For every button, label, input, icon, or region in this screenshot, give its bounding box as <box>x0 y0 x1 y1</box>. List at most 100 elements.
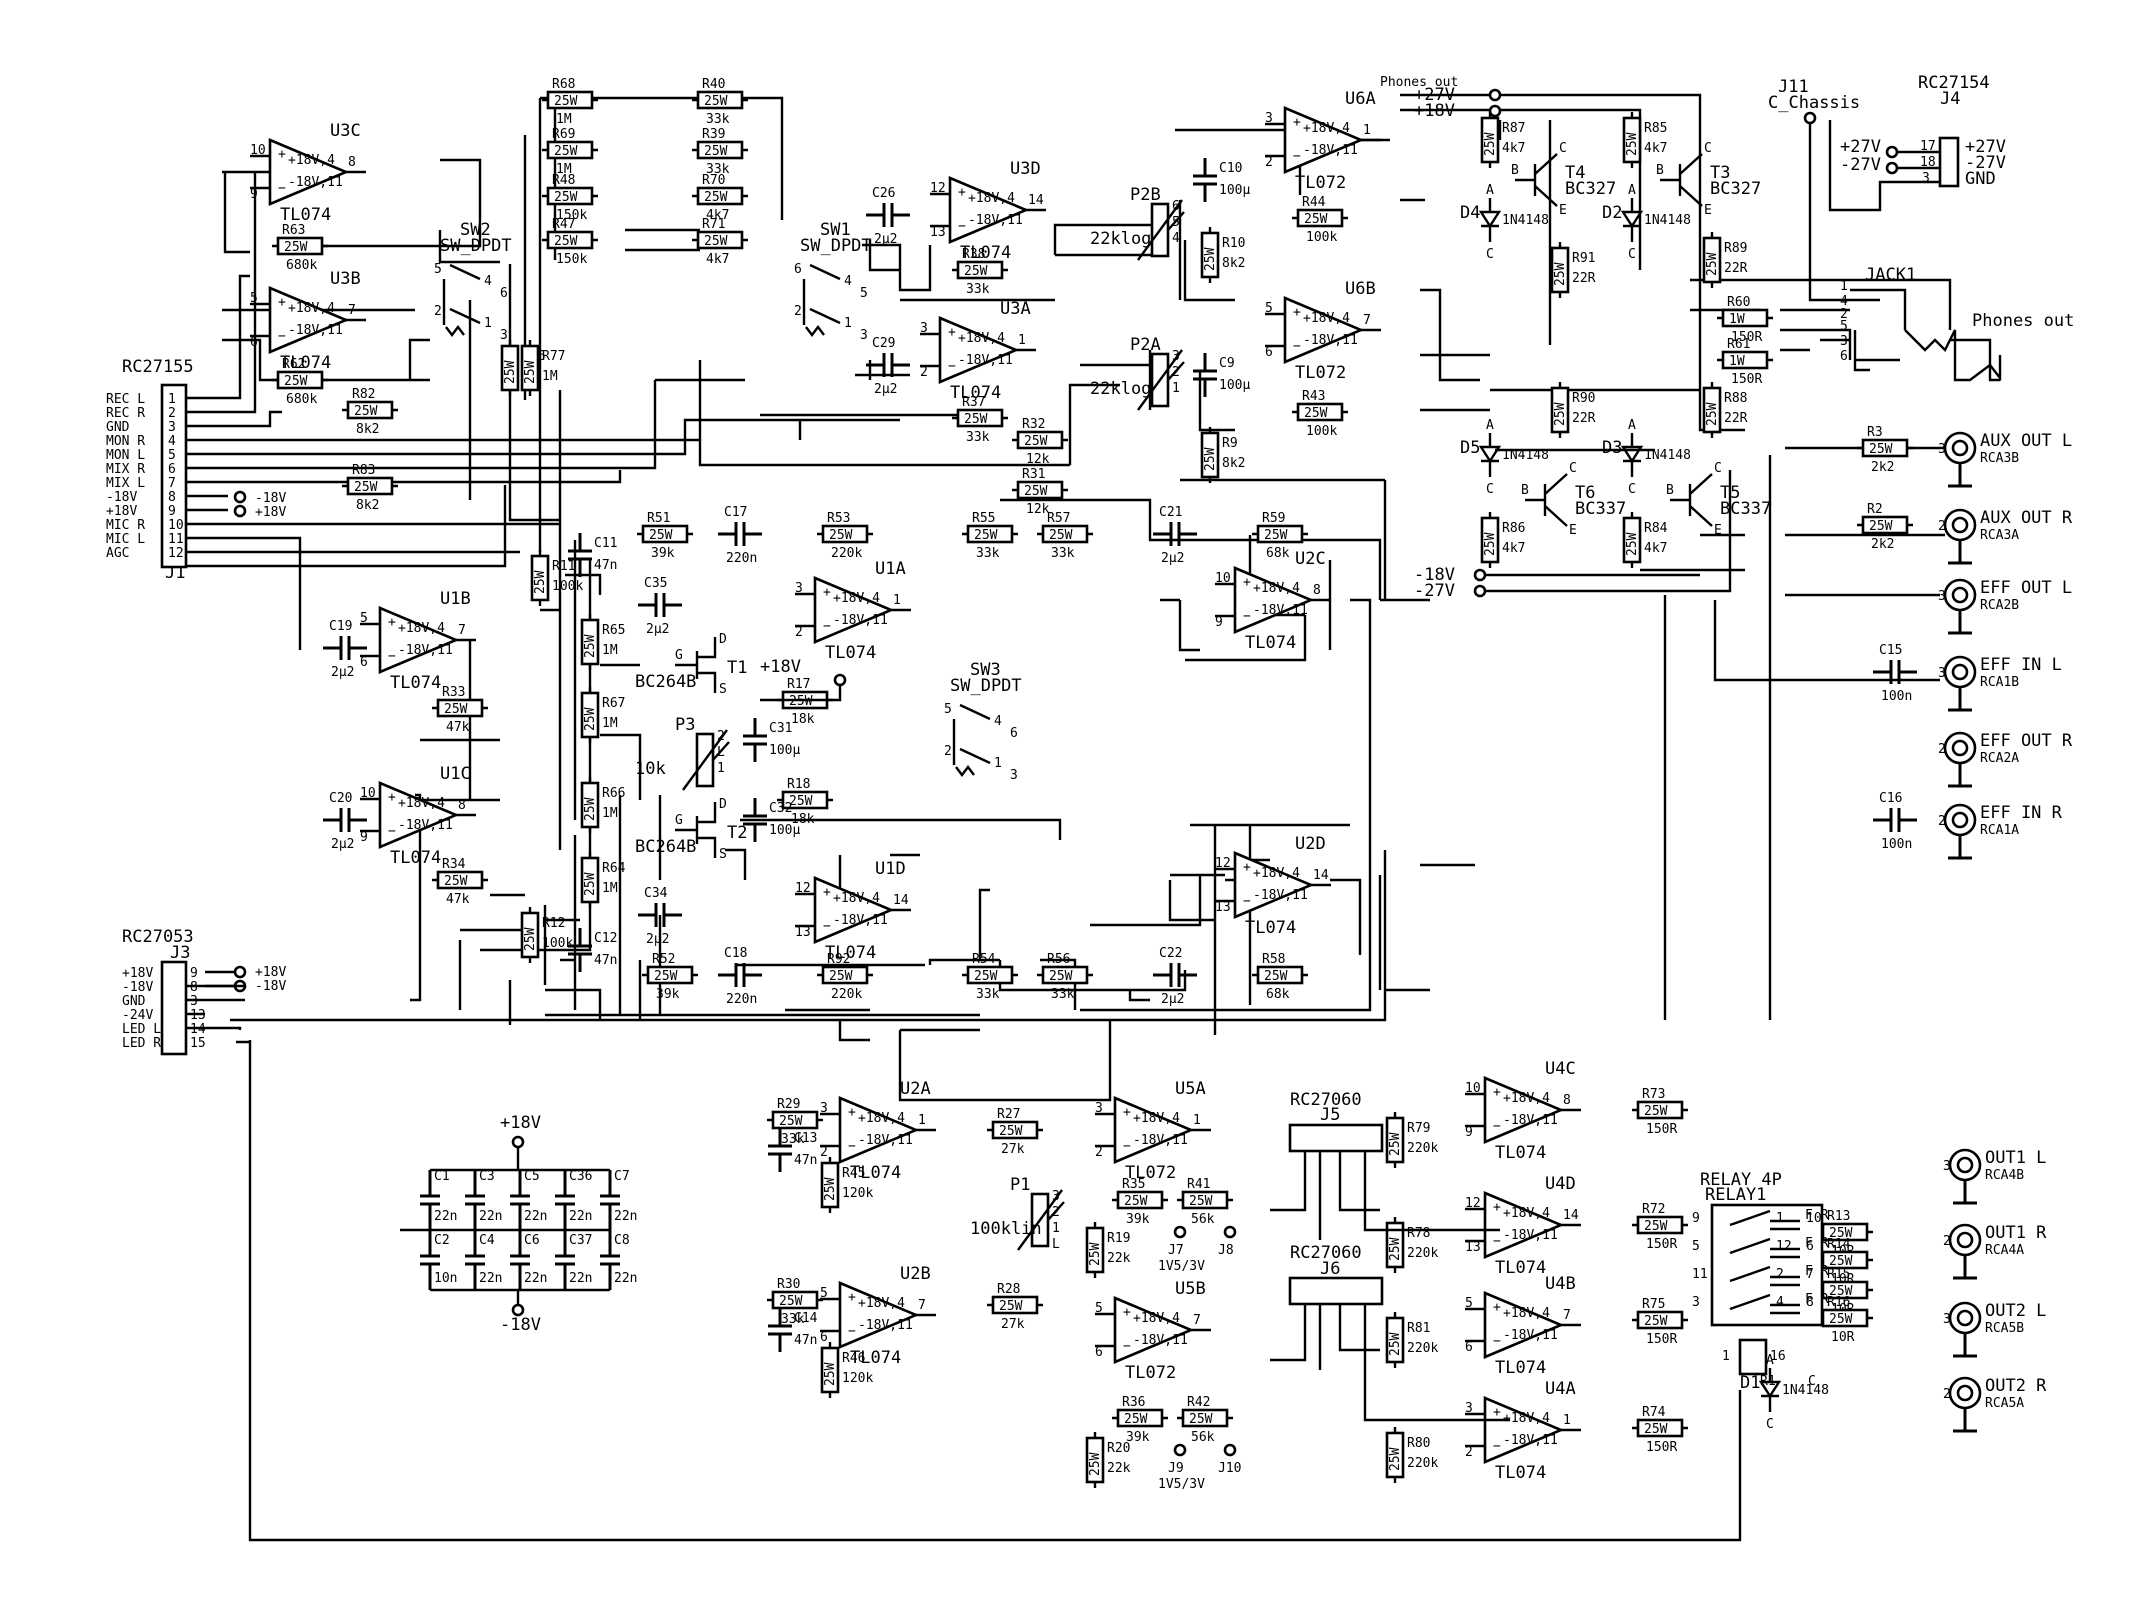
opamp-pin: 2 <box>920 365 928 380</box>
resistor-ref: R9 <box>1222 436 1238 451</box>
opamp-pin: 6 <box>250 335 258 350</box>
transistor-pin-letter: D <box>719 632 727 647</box>
opamp-ref: U2D <box>1295 834 1326 854</box>
opamp-ref: U4A <box>1545 1379 1576 1399</box>
opamp-pin: 7 <box>1563 1308 1571 1323</box>
resistor-ref: R51 <box>647 511 670 526</box>
rail-p27-label: +27V <box>1414 85 1455 105</box>
resistor-ref: R34 <box>442 857 466 872</box>
resistor-value: 18k <box>791 812 815 827</box>
j1-pin-number: 4 <box>168 434 176 449</box>
resistor-ref: R32 <box>1022 417 1045 432</box>
resistor-ref: R62 <box>282 357 305 372</box>
opamp-supply: -18V,11 <box>398 818 453 833</box>
opamp-pin: 13 <box>795 925 811 940</box>
j4-name: RC27154 <box>1918 73 1990 93</box>
resistor-value: 1M <box>556 162 572 177</box>
resistor-value: 680k <box>286 258 317 273</box>
diode-pin-letter: C <box>1628 247 1636 262</box>
opamp-pin: 5 <box>1095 1301 1103 1316</box>
resistor-ref: R90 <box>1572 391 1595 406</box>
switch-pin: 3 <box>500 328 508 343</box>
semiconductor-layer: BCET4BC327BCET3BC327BCET6BC337BCET5BC337… <box>635 141 1829 1432</box>
pot-ref: P3 <box>675 715 695 735</box>
decoupling-cap-value: 22n <box>569 1271 592 1286</box>
capacitor-ref: C22 <box>1159 946 1182 961</box>
capacitor-ref: C34 <box>644 886 668 901</box>
opamp-pin: 3 <box>1465 1401 1473 1416</box>
opamp-pin: 13 <box>1215 900 1231 915</box>
opamp-pin: 7 <box>1363 313 1371 328</box>
resistor-value: 4k7 <box>1644 541 1667 556</box>
diode-pin-letter: A <box>1628 183 1636 198</box>
decoupling-rail-bottom: -18V <box>500 1315 541 1335</box>
relay-pin: 11 <box>1692 1267 1708 1282</box>
resistor-body-text: 25W <box>704 234 728 249</box>
opamp-pin: 8 <box>1313 583 1321 598</box>
resistor-body-text: 25W <box>1024 434 1048 449</box>
resistor-value: 47k <box>446 720 470 735</box>
j3-pin-number: 15 <box>190 1036 206 1051</box>
resistor-ref: R56 <box>1047 952 1070 967</box>
j1-pin-number: 12 <box>168 546 184 561</box>
resistor-value: 39k <box>656 987 680 1002</box>
j4-sig-p27: +27V <box>1965 137 2006 157</box>
resistor-body-text: 25W <box>1388 1332 1403 1356</box>
capacitor-ref: C11 <box>594 536 617 551</box>
resistor-value: 2k2 <box>1871 537 1894 552</box>
j4-sig-gnd: GND <box>1965 169 1996 189</box>
resistor-ref: R72 <box>1642 1202 1665 1217</box>
diode-pin-letter: C <box>1766 1417 1774 1432</box>
j1-pin-number: 3 <box>168 420 176 435</box>
opamp-supply: -18V,11 <box>1253 603 1308 618</box>
opamp-type: TL074 <box>1495 1258 1546 1278</box>
resistor-ref: R60 <box>1727 295 1750 310</box>
resistor-value: 1M <box>602 881 618 896</box>
resistor-value: 150R <box>1646 1332 1677 1347</box>
resistor-value: 8k2 <box>356 498 379 513</box>
opamp-pin: 7 <box>918 1298 926 1313</box>
relay-contact-label: F R <box>1805 1264 1829 1279</box>
capacitor-ref: C18 <box>724 946 747 961</box>
j3-signal-label: +18V <box>122 966 153 981</box>
pot-pin: 2 <box>1052 1205 1060 1220</box>
diode-pin-letter: C <box>1628 482 1636 497</box>
transistor-pin-letter: B <box>1666 483 1674 498</box>
opamp-pin: 1 <box>1193 1113 1201 1128</box>
resistor-ref: R83 <box>352 463 375 478</box>
resistor-value: 10R <box>1831 1330 1855 1345</box>
opamp-plus: + <box>848 1105 856 1120</box>
resistor-ref: R48 <box>552 173 575 188</box>
resistor-ref: R2 <box>1867 502 1883 517</box>
rail-p18-label: +18V <box>1414 101 1455 121</box>
diode-type: 1N4148 <box>1644 213 1691 228</box>
decoupling-cap-ref: C7 <box>614 1169 630 1184</box>
resistor-value: 22R <box>1572 271 1596 286</box>
j1-signal-label: MIX R <box>106 462 145 477</box>
resistor-body-text: 25W <box>1088 1242 1103 1266</box>
j3-name: RC27053 <box>122 927 194 947</box>
opamp-minus: − <box>1243 609 1251 624</box>
transistor-ref: T3 <box>1710 163 1730 183</box>
j1-pin-number: 2 <box>168 406 176 421</box>
resistor-value: 39k <box>1126 1430 1150 1445</box>
resistor-value: 33k <box>966 282 990 297</box>
